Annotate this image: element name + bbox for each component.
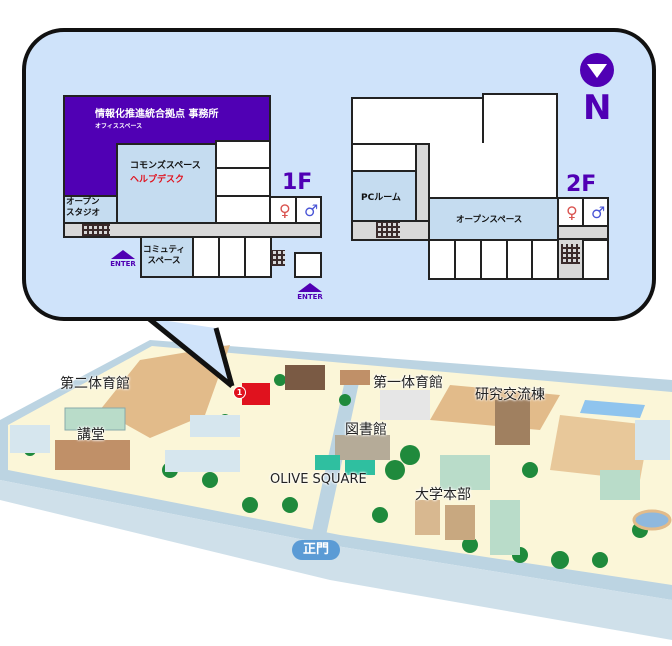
north-label: N <box>583 88 612 128</box>
female-icon: ♀ <box>566 203 578 222</box>
room <box>351 97 485 145</box>
floor-2-label: 2F <box>566 172 597 197</box>
sports-field <box>100 345 230 438</box>
room <box>215 195 271 224</box>
room <box>480 239 508 280</box>
womens-restroom: ♀ <box>557 197 584 227</box>
commons-label: コモンズスペース <box>130 161 201 171</box>
room <box>582 239 609 280</box>
room <box>215 167 271 197</box>
north-arrow-icon <box>580 53 614 87</box>
mens-restroom: ♂ <box>295 196 322 224</box>
front-road <box>0 480 672 640</box>
stairs-icon <box>376 222 400 238</box>
label-library[interactable]: 図書館 <box>345 422 387 438</box>
stairs-icon <box>271 250 285 266</box>
room <box>294 252 322 278</box>
room <box>218 236 246 278</box>
entrance-arrow-icon <box>111 250 135 259</box>
room <box>454 239 482 280</box>
male-icon: ♂ <box>304 201 319 220</box>
entrance-1[interactable]: ENTER <box>106 250 140 268</box>
room <box>482 93 558 199</box>
pool <box>580 400 645 418</box>
label-gym2[interactable]: 第二体育館 <box>60 376 130 392</box>
office-space-ext <box>63 143 118 197</box>
room <box>351 143 417 172</box>
community-label: コミュティ スペース <box>143 245 185 266</box>
mens-restroom: ♂ <box>582 197 609 227</box>
office-title: 情報化推進統合拠点 事務所 <box>95 109 219 120</box>
room <box>428 143 484 199</box>
female-icon: ♀ <box>279 201 291 220</box>
entrance-2[interactable]: ENTER <box>293 283 327 301</box>
stairwell <box>557 238 584 280</box>
highlight-building <box>242 383 270 405</box>
womens-restroom: ♀ <box>269 196 297 224</box>
enter-label: ENTER <box>110 260 136 268</box>
label-hq[interactable]: 大学本部 <box>415 487 471 503</box>
tennis-courts <box>550 415 650 480</box>
room <box>428 239 456 280</box>
main-gate-badge[interactable]: 正門 <box>292 540 340 560</box>
pc-room-label: PCルーム <box>361 193 401 203</box>
label-olive-square[interactable]: OLIVE SQUARE <box>270 472 367 487</box>
room <box>215 140 271 169</box>
label-research[interactable]: 研究交流棟 <box>475 387 545 403</box>
callout-pointer-right <box>213 327 235 387</box>
room <box>192 236 220 278</box>
callout-pointer-left <box>146 316 234 388</box>
helpdesk-label[interactable]: ヘルプデスク <box>130 175 185 185</box>
room <box>531 239 559 280</box>
open-studio-label: オープン スタジオ <box>66 197 101 218</box>
male-icon: ♂ <box>591 203 606 222</box>
open-space-label: オープンスペース <box>456 215 523 225</box>
room <box>506 239 533 280</box>
room <box>244 236 272 278</box>
office-subtitle: オフィススペース <box>95 123 143 130</box>
location-marker[interactable]: 1 <box>233 386 246 399</box>
buildings <box>10 365 672 555</box>
stairs-icon <box>561 244 580 264</box>
office-space[interactable] <box>63 95 271 145</box>
label-auditorium[interactable]: 講堂 <box>77 427 105 443</box>
stairs-icon <box>82 224 110 236</box>
entrance-arrow-icon <box>298 283 322 292</box>
label-gym1[interactable]: 第一体育館 <box>373 375 443 391</box>
enter-label: ENTER <box>297 293 323 301</box>
floor-1-label: 1F <box>282 170 313 195</box>
